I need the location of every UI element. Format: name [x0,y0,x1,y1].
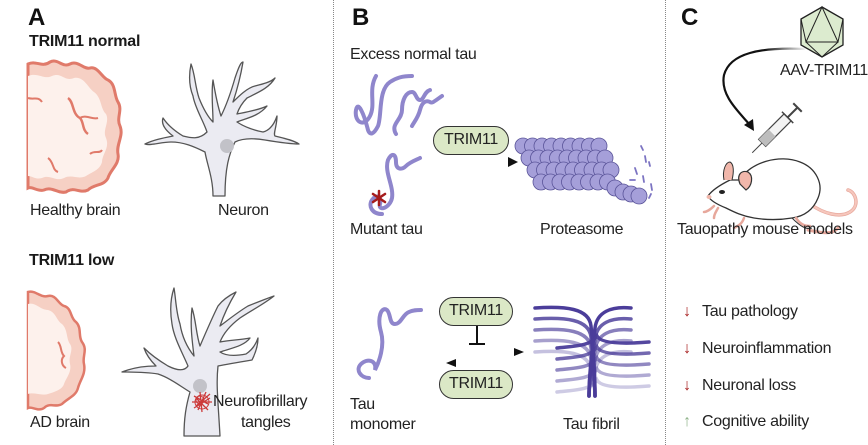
down-arrow-icon: ↓ [683,377,691,394]
aav-trim11-label: AAV-TRIM11 [780,62,868,79]
fibril-strand [555,365,651,383]
tau-monomer-strand [356,307,423,380]
fibril-strand [555,332,651,350]
trim11-normal-heading: TRIM11 normal [29,33,141,50]
effect-text: Cognitive ability [702,413,809,430]
trim11-degrade-pill: TRIM11 [433,126,509,155]
tau-monomer-label-line2: monomer [350,416,416,433]
inhibition-bar-icon [469,326,485,345]
healthy-brain-label: Healthy brain [30,202,121,219]
mouse-models-label: Tauopathy mouse models [677,221,853,238]
excess-tau-label: Excess normal tau [350,46,477,63]
down-arrow-icon: ↓ [683,303,691,320]
effect-text: Tau pathology [702,303,798,320]
tangles-label-line1: Neurofibrillary [213,393,308,410]
up-arrow-icon: ↑ [683,413,691,430]
degradation-arrow-icon [440,157,518,167]
peptide-fragment [640,145,644,151]
panel-a-letter: A [28,4,46,31]
equilibrium-arrows-icon [444,348,526,367]
peptide-fragment [648,161,651,167]
fibril-strand [555,354,651,372]
neuron-label: Neuron [218,202,269,219]
healthy-brain-illustration [26,59,123,194]
peptide-fragment [648,193,652,199]
proteasome-label: Proteasome [540,221,624,238]
mutant-tau-label: Mutant tau [350,221,423,238]
trim11-inhibit-pill: TRIM11 [439,297,513,326]
fibril-strand [555,376,651,394]
mouse-illustration [702,158,858,235]
effect-item: ↓ Neuroinflammation [680,340,831,358]
panel-c-letter: C [681,4,699,31]
trim11-reverse-pill: TRIM11 [439,370,513,399]
ad-brain-illustration [26,290,86,411]
syringe-icon [751,102,803,154]
divider-b-c [665,0,666,445]
effect-item: ↑ Cognitive ability [680,413,809,431]
peptide-fragment [644,155,647,163]
panel-b-letter: B [352,4,370,31]
excess-tau-strands [353,74,444,136]
effect-item: ↓ Tau pathology [680,303,798,321]
tau-fibril-label: Tau fibril [563,416,620,433]
effect-text: Neuronal loss [702,377,796,394]
divider-a-b [333,0,334,445]
fibril-strand [555,343,651,361]
peptide-fragment [634,167,638,175]
neuron-illustration [144,61,300,197]
effect-item: ↓ Neuronal loss [680,377,796,395]
ad-brain-label: AD brain [30,414,90,431]
tau-fibril-illustration [533,305,651,398]
down-arrow-icon: ↓ [683,340,691,357]
neuron-tangles-illustration [121,287,275,437]
proteasome-subunit [630,187,648,205]
neurofibrillary-tangle-icon [192,391,212,413]
peptide-fragment [650,183,653,191]
tangles-label-line2: tangles [241,414,291,431]
peptide-fragment [642,175,645,183]
trim11-low-heading: TRIM11 low [29,252,115,269]
injection-curve-arrow-icon [722,47,806,131]
mutation-asterisk-icon [371,189,387,207]
tau-monomer-label-line1: Tau [350,396,375,413]
mutant-tau-strand [368,153,422,216]
proteasome-illustration [514,137,653,205]
aav-capsid-icon [800,5,844,58]
effect-text: Neuroinflammation [702,340,832,357]
